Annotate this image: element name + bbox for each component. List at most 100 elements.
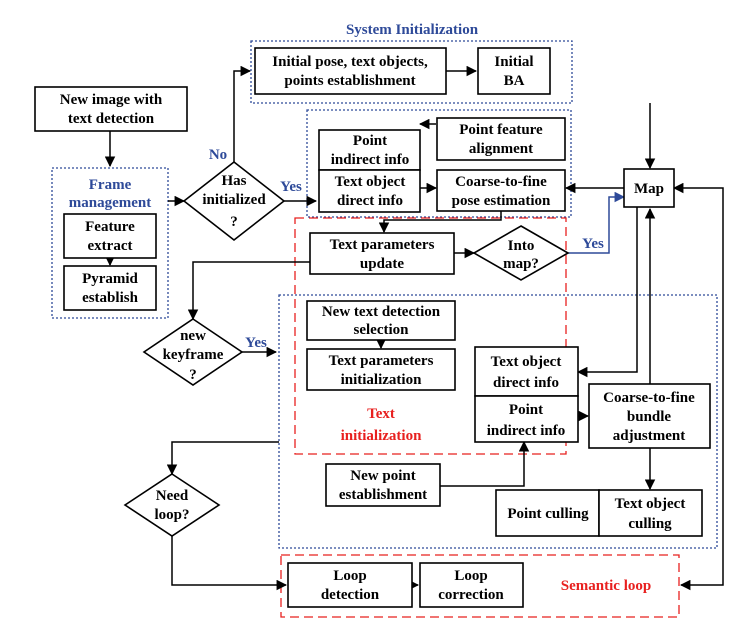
decision-has-initialized-line3: ? — [230, 214, 238, 230]
decision-has-initialized — [182, 160, 286, 242]
node-new-text-detection-line1: New text detection — [322, 304, 441, 320]
node-new-point-line2: establishment — [339, 487, 427, 503]
node-text-object-direct-2-line2: direct info — [493, 375, 559, 391]
frame-management-title-2: management — [69, 195, 152, 211]
node-text-object-direct-line2: direct info — [337, 193, 403, 209]
node-text-params-update-line2: update — [360, 256, 405, 272]
decision-new-keyframe-line3: ? — [189, 367, 197, 383]
node-coarse-pose-line1: Coarse-to-fine — [455, 174, 547, 190]
node-pyramid — [63, 265, 157, 311]
edge-pose-to-update — [378, 211, 502, 234]
node-point-indirect-line1: Point — [353, 133, 387, 149]
node-coarse-ba-line2: bundle — [627, 409, 672, 425]
edge-loop-map — [672, 182, 724, 591]
semantic-loop-title: Semantic loop — [561, 578, 651, 594]
decision-new-keyframe-line2: keyframe — [163, 347, 224, 363]
text-init-title-1: Text — [367, 406, 395, 422]
node-pyramid-line1: Pyramid — [82, 271, 138, 287]
decision-into-map-line2: map? — [503, 256, 539, 272]
node-loop-correction — [419, 562, 524, 608]
text-init-title-2: initialization — [341, 428, 422, 444]
node-new-image-line2: text detection — [68, 111, 155, 127]
node-new-text-detection-line2: selection — [354, 322, 410, 338]
node-initial-ba-line2: BA — [504, 73, 525, 89]
decision-new-keyframe-line1: new — [180, 328, 206, 344]
node-initial-ba — [477, 47, 551, 95]
label-no: No — [209, 147, 227, 163]
system-init-frame — [250, 40, 573, 104]
node-point-feature-alignment-line2: alignment — [469, 141, 533, 157]
edge-map-to-textdirect — [576, 207, 638, 378]
node-point-feature-alignment-line1: Point feature — [459, 122, 543, 138]
node-coarse-ba-line1: Coarse-to-fine — [603, 390, 695, 406]
node-point-feature-alignment — [436, 117, 566, 161]
node-point-indirect-2-line2: indirect info — [487, 423, 565, 439]
node-text-params-init-line1: Text parameters — [329, 353, 434, 369]
node-point-indirect-line2: indirect info — [331, 152, 409, 168]
label-yes-2: Yes — [582, 236, 604, 252]
decision-new-keyframe — [142, 318, 244, 386]
decision-need-loop — [123, 473, 221, 537]
node-point-culling — [495, 489, 600, 537]
label-yes-3: Yes — [245, 335, 267, 351]
node-loop-detection-line1: Loop — [333, 568, 366, 584]
edge-intomap-to-map — [568, 191, 626, 254]
node-new-point-line1: New point — [350, 468, 415, 484]
node-initial-pose — [254, 47, 447, 95]
edge-needloop-to-detection — [171, 536, 288, 591]
mapping-frame — [278, 294, 718, 549]
node-feature-extract-line2: extract — [88, 238, 133, 254]
node-initial-ba-line1: Initial — [494, 54, 533, 70]
node-point-indirect — [318, 129, 421, 171]
node-loop-detection — [287, 562, 413, 608]
node-pyramid-line2: establish — [82, 290, 139, 306]
node-coarse-ba — [588, 383, 711, 449]
decision-has-initialized-line1: Has — [221, 173, 246, 189]
node-new-image-line1: New image with — [60, 92, 163, 108]
node-text-object-culling-line2: culling — [628, 516, 672, 532]
frame-management-frame — [51, 167, 169, 319]
decision-into-map — [472, 225, 570, 281]
system-init-title: System Initialization — [346, 22, 479, 38]
node-coarse-pose-line2: pose estimation — [452, 193, 551, 209]
edge-update-to-keyframe — [187, 261, 310, 321]
node-text-object-culling — [598, 489, 703, 537]
decision-need-loop-line2: loop? — [154, 507, 189, 523]
node-loop-detection-line2: detection — [321, 587, 380, 603]
node-text-object-direct-2 — [474, 346, 579, 397]
edge-newpoint-to-indirect — [440, 440, 530, 487]
node-new-text-detection — [306, 300, 456, 341]
node-point-indirect-2-line1: Point — [509, 402, 543, 418]
node-map — [623, 168, 675, 208]
node-text-params-update-line1: Text parameters — [330, 237, 435, 253]
node-coarse-pose — [436, 169, 566, 212]
node-initial-pose-line2: points establishment — [284, 73, 415, 89]
node-text-object-direct — [318, 169, 421, 213]
node-text-params-update — [309, 232, 455, 275]
node-point-culling-label: Point culling — [507, 506, 589, 522]
node-feature-extract-line1: Feature — [85, 219, 135, 235]
node-coarse-ba-line3: adjustment — [613, 428, 686, 444]
node-text-params-init — [306, 348, 456, 391]
node-text-object-direct-line1: Text object — [335, 174, 406, 190]
node-text-object-direct-2-line1: Text object — [491, 354, 562, 370]
decision-has-initialized-line2: initialized — [202, 192, 266, 208]
node-map-label: Map — [634, 181, 664, 197]
node-new-point — [325, 463, 441, 507]
node-loop-correction-line2: correction — [438, 587, 504, 603]
node-initial-pose-line1: Initial pose, text objects, — [272, 54, 428, 70]
text-init-frame — [294, 217, 567, 455]
node-text-params-init-line2: initialization — [341, 372, 422, 388]
frame-management-title-1: Frame — [89, 177, 132, 193]
node-text-object-culling-line1: Text object — [615, 496, 686, 512]
decision-into-map-line1: Into — [508, 238, 535, 254]
node-new-image — [34, 86, 188, 132]
tracking-frame — [306, 109, 572, 218]
edge-mapping-to-needloop — [166, 441, 279, 476]
node-point-indirect-2 — [474, 395, 579, 443]
node-feature-extract — [63, 213, 157, 259]
decision-need-loop-line1: Need — [156, 488, 189, 504]
label-yes-1: Yes — [280, 179, 302, 195]
edge-no-branch — [233, 65, 252, 162]
